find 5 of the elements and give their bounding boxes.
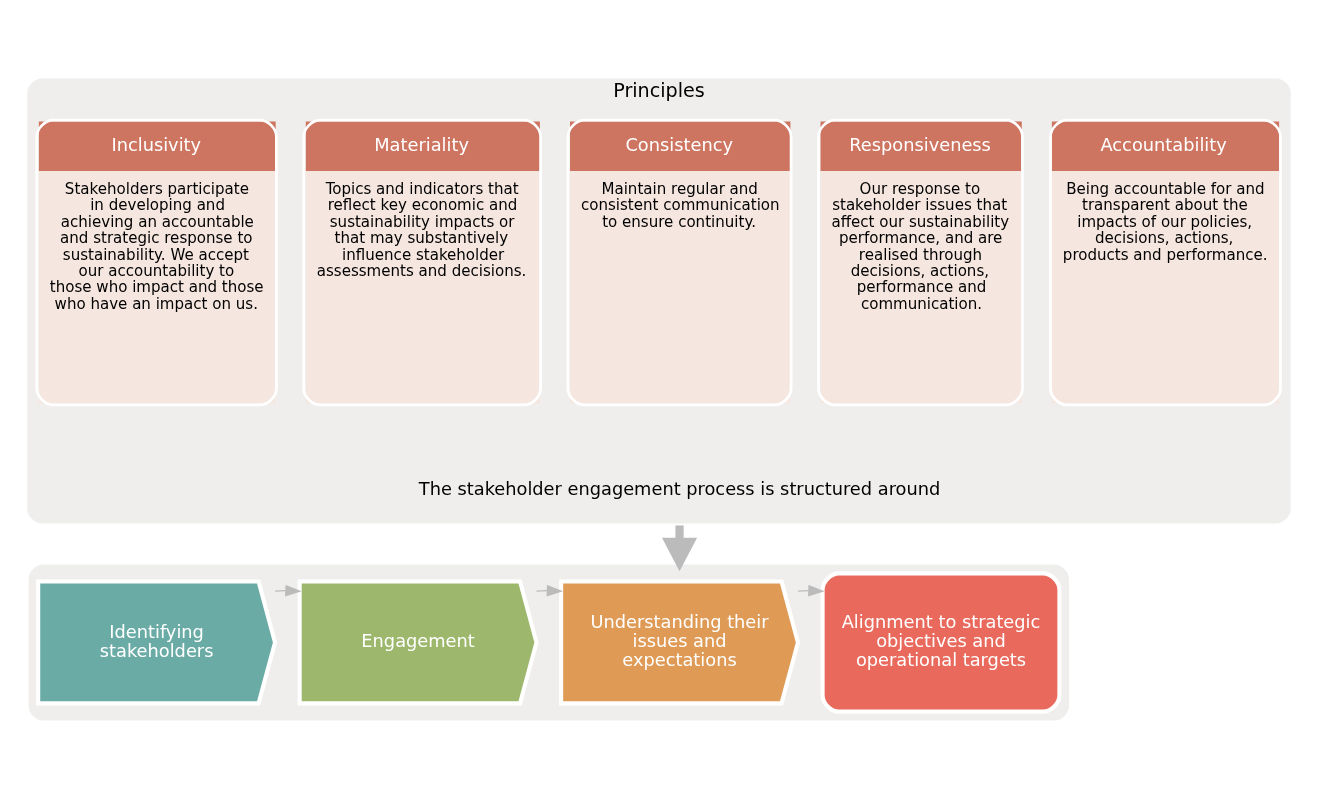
arrow: [535, 584, 564, 596]
arrow: [661, 524, 698, 571]
arrow: [797, 584, 825, 596]
node-box: Alignment to strategic objectives and operational targets: [820, 570, 1062, 714]
arrow: [274, 584, 302, 596]
